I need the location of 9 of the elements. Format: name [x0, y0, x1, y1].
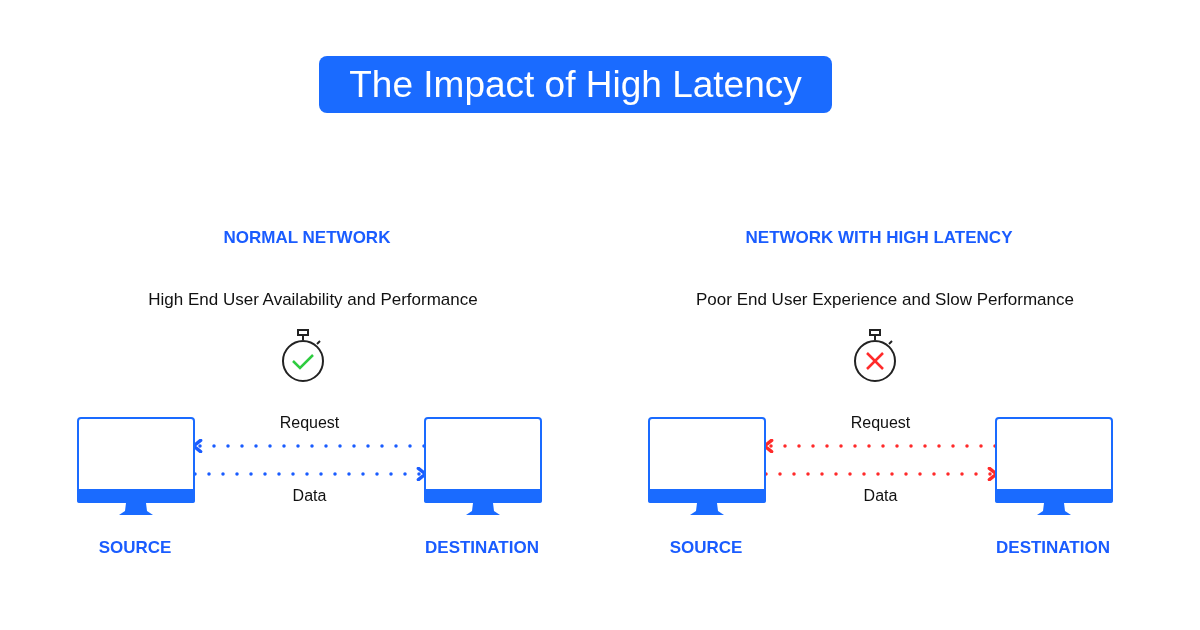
section-heading: NETWORK WITH HIGH LATENCY: [745, 228, 1013, 248]
device-label: SOURCE: [97, 538, 173, 558]
device-label: DESTINATION: [995, 538, 1111, 558]
title-banner: The Impact of High Latency: [319, 56, 832, 113]
section-heading: NORMAL NETWORK: [223, 228, 391, 248]
section-subtitle: High End User Availability and Performance: [148, 290, 478, 310]
device-label: DESTINATION: [424, 538, 540, 558]
section-subtitle: Poor End User Experience and Slow Performance: [696, 290, 1074, 310]
device-label: SOURCE: [668, 538, 744, 558]
